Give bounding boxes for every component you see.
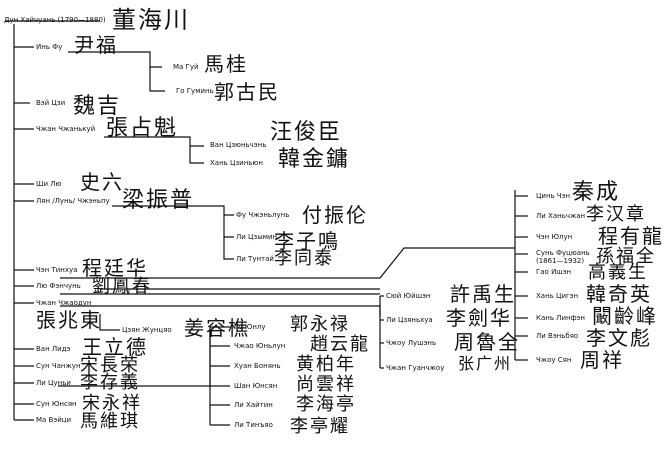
node-label: Чэн Юлун	[536, 233, 573, 241]
node-label: Чжан Чжаодун	[36, 299, 92, 307]
node-label: Ли Тинъяо	[234, 421, 273, 429]
node-label: Чэн Тинхуа	[36, 266, 78, 274]
node-label: Фу Чжэньлунь	[236, 211, 290, 219]
node-hanzi: 魏吉	[73, 94, 122, 119]
node-label: Го Юнлу	[234, 323, 266, 331]
node-hanzi: 李海亭	[296, 394, 356, 415]
node-label: Цзян Жунцяо	[122, 326, 172, 334]
node-hanzi: 付振伦	[302, 203, 368, 227]
node-hanzi: 高義生	[588, 262, 648, 283]
node-hanzi: 李亭耀	[290, 416, 350, 437]
node-hanzi: 李子鳴	[274, 229, 340, 253]
node-hanzi: 姜容樵	[184, 316, 250, 340]
node-label: Ма Гуй	[173, 63, 199, 71]
node-hanzi: 尚雲祥	[296, 374, 356, 395]
node-hanzi: 宋永祥	[82, 393, 142, 414]
node-hanzi: 趙云龍	[310, 334, 370, 355]
node-hanzi: 李同泰	[274, 248, 334, 269]
node-label: Цинь Чэн	[536, 192, 571, 200]
node-hanzi: 許禹生	[450, 282, 516, 306]
node-hanzi: 宋長荣	[80, 355, 140, 376]
node-hanzi: 史六	[80, 170, 124, 194]
node-hanzi: 張占魁	[106, 116, 179, 141]
node-label: Вэй Цзи	[36, 99, 66, 107]
node-label: Сюй Юйшэн	[386, 292, 431, 300]
node-label: Кань Линфэн	[536, 314, 585, 322]
node-hanzi: 周魯全	[454, 330, 520, 354]
node-label: Чжоу Сян	[536, 356, 572, 364]
node-label: Лян /Лунь/ Чжэньпу	[36, 197, 110, 205]
node-hanzi: 馬桂	[204, 52, 248, 76]
node-label: Чжан Чжанькуй	[36, 125, 96, 133]
node-label: Хань Цзиньюн	[210, 159, 263, 167]
node-hanzi: 程有龍	[598, 224, 664, 248]
node-hanzi: 李劍华	[446, 306, 512, 330]
node-hanzi: 梁振普	[122, 188, 195, 213]
node-hanzi: 周祥	[580, 348, 624, 372]
node-hanzi: 王立德	[82, 335, 148, 359]
node-hanzi: 闞齡峰	[592, 304, 658, 328]
node-label: Чжао Юньлун	[234, 342, 286, 350]
node-label: Ли Цуньи	[36, 379, 71, 387]
node-label: Ван Цзюньчэнь	[210, 141, 267, 149]
node-hanzi: 郭古民	[214, 80, 280, 104]
node-label: Го Гуминь	[176, 87, 214, 95]
node-label: Ли Цзымин	[236, 233, 278, 241]
node-hanzi: 汪俊臣	[270, 120, 343, 145]
node-hanzi: 黄柏年	[296, 354, 356, 375]
node-label: Сун Юнсян	[36, 400, 77, 408]
node-label: Чжоу Лушэнь	[386, 339, 437, 347]
node-hanzi: 郭永禄	[290, 314, 350, 335]
node-label: Шан Юнсян	[234, 382, 278, 390]
node-hanzi: 劉鳳春	[92, 276, 152, 297]
node-hanzi: 韓奇英	[586, 282, 652, 306]
node-hanzi: 程廷华	[82, 256, 148, 280]
node-hanzi: 張兆東	[36, 308, 102, 332]
node-label: Ли Хайтин	[234, 401, 273, 409]
node-label: Сун Чанжун	[36, 362, 81, 370]
node-hanzi: 孫福全	[596, 246, 656, 267]
node-label: Гао Ишэн	[536, 268, 572, 276]
node-label: Ли Цзяньхуа	[386, 316, 433, 324]
node-label: Сунь Фуцюань (1861—1932)	[536, 249, 590, 265]
node-label: Ли Ханьчжан	[536, 212, 586, 220]
root-hanzi: 董海川	[112, 6, 190, 34]
node-label: Хуан Бонянь	[234, 362, 281, 370]
node-hanzi: 韓金鏞	[278, 147, 351, 172]
node-label: Ли Тунтай	[236, 255, 274, 263]
node-hanzi: 尹福	[74, 33, 118, 57]
node-label: Инь Фу	[36, 43, 63, 51]
node-label: Лю Фэнчунь	[36, 282, 81, 290]
node-label: Ли Вэньбяо	[536, 332, 579, 340]
root-label: Дун Хайчуань (1790—1880)	[4, 16, 106, 24]
node-label: Хань Цигэн	[536, 292, 579, 300]
node-hanzi: 秦成	[572, 180, 621, 205]
node-hanzi: 馬維琪	[80, 411, 140, 432]
node-label: Ши Лю	[36, 180, 62, 188]
node-label: Ма Вэйци	[36, 416, 72, 424]
node-hanzi: 李文彪	[586, 326, 652, 350]
node-label: Ван Лидэ	[36, 345, 71, 353]
node-label: Чжан Гуанчжоу	[386, 364, 445, 372]
node-hanzi: 李汉章	[586, 204, 646, 225]
node-hanzi: 张广州	[458, 354, 513, 373]
node-hanzi: 李存義	[80, 372, 140, 393]
